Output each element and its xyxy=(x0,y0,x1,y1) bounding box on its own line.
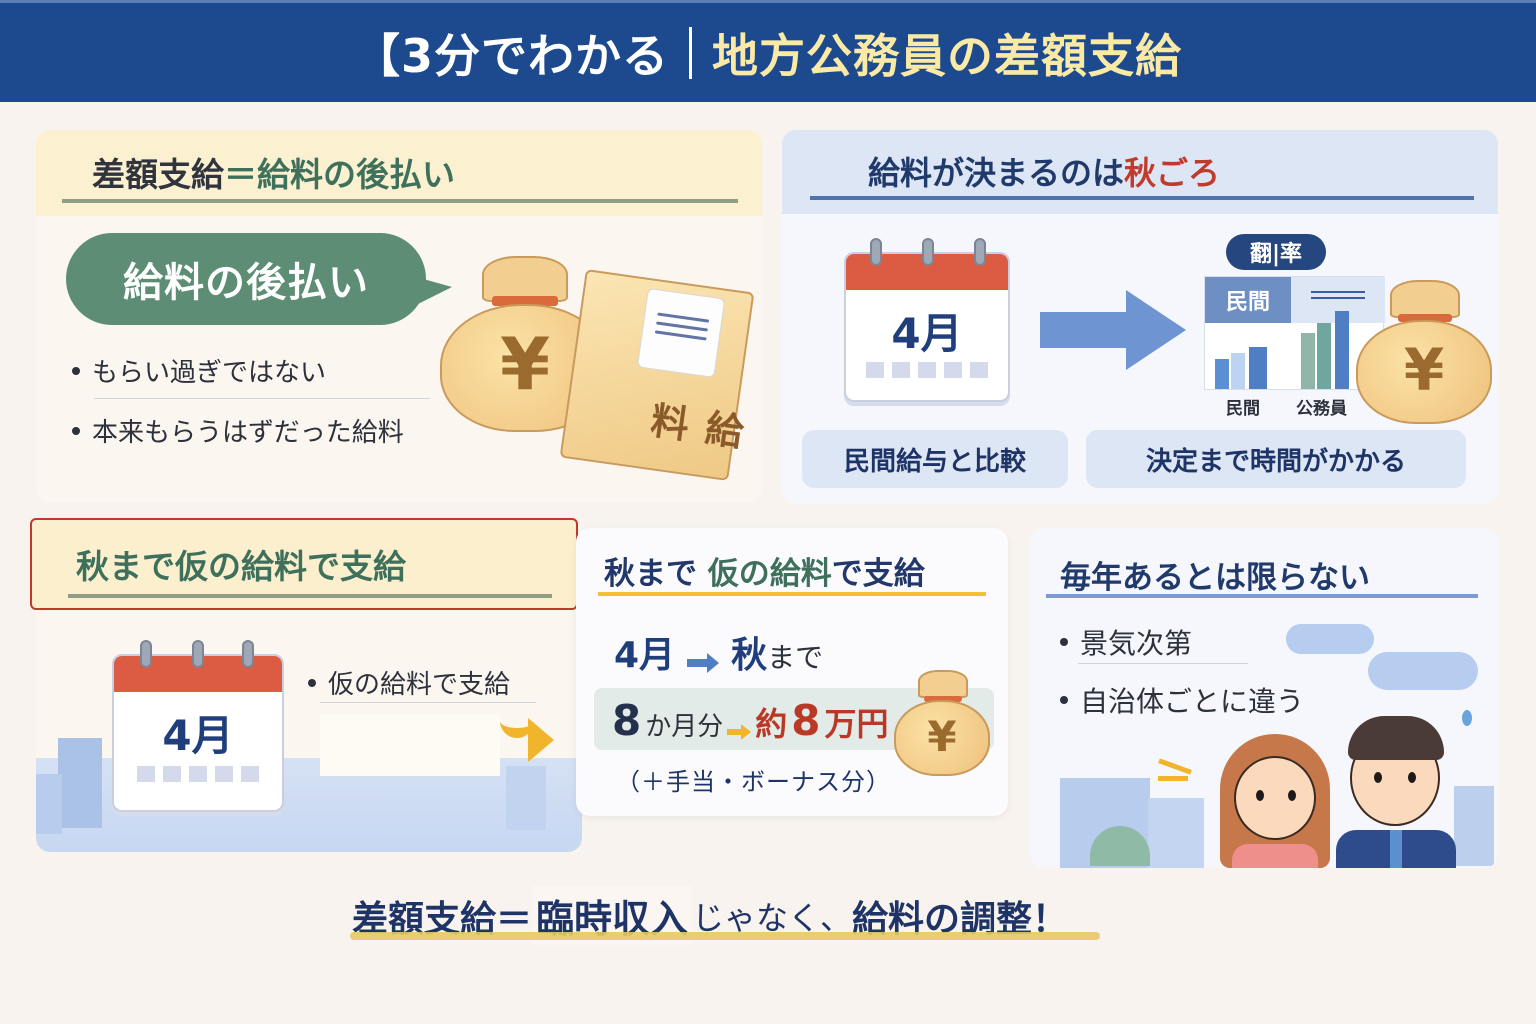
chart-tag: 翻|率 xyxy=(1226,234,1326,270)
alert-mark-icon xyxy=(1158,776,1188,781)
note-text: （＋手当・ボーナス分） xyxy=(616,768,891,796)
woman-illustration xyxy=(1220,734,1330,868)
title-underline xyxy=(68,594,552,598)
panel-title: 毎年あるとは限らない xyxy=(1060,560,1370,596)
cloud-icon xyxy=(1368,652,1478,690)
building-icon xyxy=(1148,798,1204,868)
panel-postpay: 差額支給＝給料の後払い 給料の後払い もらい過ぎではない 本来もらうはずだった給… xyxy=(36,130,762,502)
bullet-item: 自治体ごとに違う xyxy=(1060,680,1304,720)
divider xyxy=(320,702,536,703)
bullet-dot-icon xyxy=(72,426,80,435)
header-title-left: 【3分でわかる xyxy=(353,28,669,83)
label-time: 決定まで時間がかかる xyxy=(1086,430,1466,488)
bullet-item: 本来もらうはずだった給料 xyxy=(72,412,404,449)
building-icon xyxy=(1454,786,1494,866)
panel-header xyxy=(782,130,1498,214)
salary-envelope-icon: 給料 xyxy=(559,269,755,481)
title-underline xyxy=(1046,594,1478,598)
label-compare: 民間給与と比較 xyxy=(802,430,1068,488)
panel-autumn: 給料が決まるのは秋ごろ 4月 翻|率 民間 民間 公務員 ¥ 民間給与と xyxy=(782,130,1498,504)
calendar-icon: 4月 xyxy=(844,238,1010,402)
bullet-dot-icon xyxy=(308,678,316,687)
header-divider xyxy=(689,26,692,79)
money-bag-icon: ¥ xyxy=(894,670,990,778)
tree-icon xyxy=(1090,826,1150,866)
header-banner: 【3分でわかる 地方公務員の差額支給 xyxy=(0,0,1536,102)
title-underline xyxy=(598,592,986,596)
building-icon xyxy=(506,766,546,830)
bullet-dot-icon xyxy=(1060,638,1068,646)
panel-amount: 秋まで 仮の給料で支給 4月 秋まで 8 か月分 約 8 万円 （＋手当・ボーナ… xyxy=(576,528,1008,816)
header-title-right: 地方公務員の差額支給 xyxy=(712,28,1182,83)
panel-title: 差額支給＝給料の後払い xyxy=(92,155,455,194)
panel-not-yearly: 毎年あるとは限らない 景気次第 自治体ごとに違う xyxy=(1030,528,1498,868)
title-underline xyxy=(62,199,738,203)
cloud-icon xyxy=(1286,624,1374,654)
money-bag-icon: ¥ xyxy=(1356,280,1492,426)
divider xyxy=(94,398,430,399)
bullet-item: もらい過ぎではない xyxy=(72,352,326,389)
arrow-right-icon xyxy=(687,653,720,673)
bullet-item: 仮の給料で支給 xyxy=(308,664,510,701)
building-icon xyxy=(36,774,62,834)
chart-label: 公務員 xyxy=(1296,399,1347,419)
man-illustration xyxy=(1336,716,1456,868)
speech-bubble: 給料の後払い xyxy=(66,233,452,325)
document-icon xyxy=(636,287,726,378)
period-line: 4月 秋まで xyxy=(614,635,824,676)
bullet-dot-icon xyxy=(72,366,80,375)
amount-line: 8 か月分 約 8 万円 xyxy=(612,696,889,745)
highlight-underline xyxy=(350,932,1100,940)
title-underline xyxy=(810,196,1474,200)
panel-title: 給料が決まるのは秋ごろ xyxy=(868,154,1221,192)
arrow-head-icon xyxy=(528,718,554,762)
highlighted-title-box: 秋まで仮の給料で支給 xyxy=(30,518,578,610)
building-icon xyxy=(58,738,102,828)
bullet-item: 景気次第 xyxy=(1060,622,1192,662)
divider xyxy=(1078,663,1248,664)
panel-title: 秋まで 仮の給料で支給 xyxy=(604,556,925,592)
calendar-icon: 4月 xyxy=(112,640,284,812)
chart-label: 民間 xyxy=(1226,399,1260,419)
sweat-drop-icon xyxy=(1462,710,1472,726)
comparison-chart-icon: 民間 xyxy=(1204,276,1385,390)
alert-mark-icon xyxy=(1158,758,1192,775)
arrow-right-icon xyxy=(727,724,752,740)
curved-arrow-icon xyxy=(500,716,534,738)
blank-box xyxy=(320,714,500,776)
bullet-dot-icon xyxy=(1060,696,1068,704)
